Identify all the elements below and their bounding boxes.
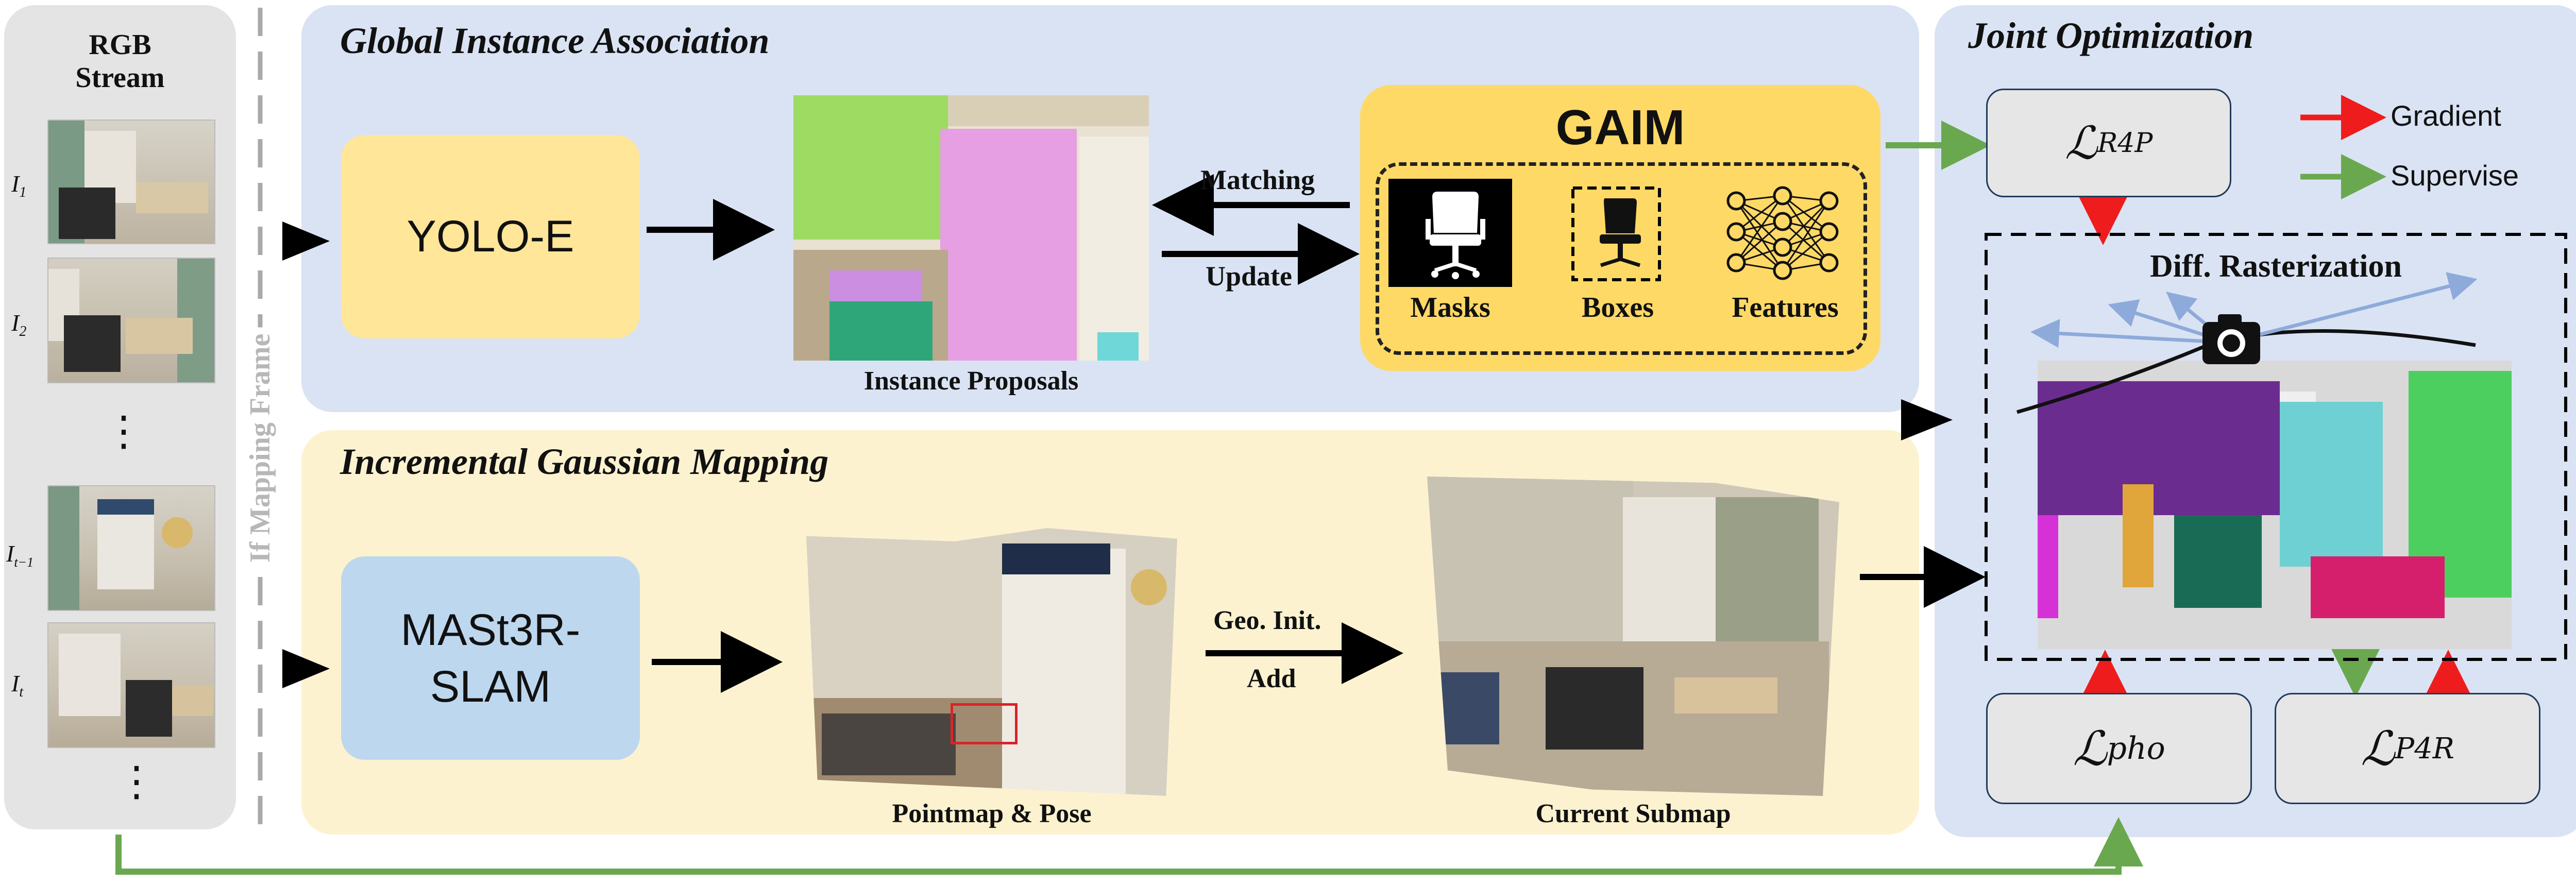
rgb-stream-title: RGB Stream bbox=[4, 28, 236, 94]
loss-pho-sub: pho bbox=[2107, 730, 2165, 767]
frame-label-t-sub: t bbox=[19, 684, 24, 701]
pointmap-image bbox=[806, 528, 1177, 796]
view-ray-1 bbox=[2030, 319, 2229, 348]
triangle-into-optimization bbox=[1901, 399, 1953, 440]
frame-label-1-base: I bbox=[11, 171, 20, 197]
rgb-stream-title-line1: RGB bbox=[89, 29, 151, 61]
frame-label-2: I2 bbox=[11, 309, 26, 340]
joint-optimization-title: Joint Optimization bbox=[1968, 15, 2254, 56]
frame-label-2-base: I bbox=[11, 310, 20, 336]
camera-icon bbox=[2202, 314, 2260, 364]
boxes-label: Boxes bbox=[1582, 292, 1654, 324]
frames-ellipsis-bottom: ⋮ bbox=[116, 757, 157, 805]
bounding-box-icon bbox=[1569, 183, 1664, 283]
pointmap-caption: Pointmap & Pose bbox=[892, 799, 1092, 828]
instance-proposals-caption: Instance Proposals bbox=[863, 366, 1079, 396]
geo-init-label: Geo. Init. bbox=[1213, 606, 1321, 635]
frame-label-t-minus-1-base: I bbox=[6, 540, 14, 567]
neural-network-icon bbox=[1721, 180, 1844, 286]
frame-thumbnail-1 bbox=[47, 120, 215, 244]
update-label: Update bbox=[1206, 261, 1293, 292]
loss-p4r-sub: P4R bbox=[2395, 732, 2454, 766]
frame-label-t-base: I bbox=[11, 670, 20, 696]
features-label: Features bbox=[1732, 292, 1839, 324]
arrow-stream-to-pho bbox=[115, 817, 2143, 875]
loss-r4p-sub: R4P bbox=[2097, 127, 2153, 159]
loss-pho-symbol: ℒ bbox=[2073, 721, 2107, 776]
rasterization-box bbox=[1985, 233, 2567, 661]
incremental-mapping-title: Incremental Gaussian Mapping bbox=[340, 441, 829, 482]
camera-trajectory-overlay bbox=[2016, 272, 2478, 414]
yolo-e-label: YOLO-E bbox=[406, 212, 574, 261]
loss-r4p-symbol: ℒ bbox=[2064, 116, 2098, 169]
global-association-title: Global Instance Association bbox=[340, 20, 770, 61]
frame-thumbnail-2 bbox=[47, 258, 215, 383]
current-submap-image bbox=[1427, 477, 1839, 796]
mask-icon bbox=[1388, 179, 1512, 287]
frame-thumbnail-t bbox=[47, 622, 215, 748]
frames-ellipsis-top: ⋮ bbox=[103, 407, 144, 455]
frame-label-t: It bbox=[11, 670, 23, 701]
mast3r-slam-label-line2: SLAM bbox=[430, 661, 551, 711]
add-label: Add bbox=[1247, 664, 1296, 693]
mapping-frame-label: If Mapping Frame bbox=[244, 327, 277, 569]
gaim-inner-dashed bbox=[1376, 162, 1867, 355]
rasterization-render bbox=[2038, 361, 2512, 649]
yolo-e-box: YOLO-E bbox=[341, 135, 640, 338]
frame-label-t-minus-1-sub: t−1 bbox=[14, 555, 34, 570]
loss-p4r-symbol: ℒ bbox=[2361, 721, 2395, 776]
frame-label-1: I1 bbox=[11, 170, 26, 201]
current-submap-caption: Current Submap bbox=[1535, 799, 1731, 828]
mast3r-slam-label-line1: MASt3R- bbox=[400, 605, 581, 655]
gaim-box: GAIM Masks Boxes bbox=[1360, 85, 1880, 371]
legend-gradient-label: Gradient bbox=[2391, 99, 2501, 132]
masks-label: Masks bbox=[1410, 292, 1490, 324]
rgb-stream-title-line2: Stream bbox=[75, 62, 165, 94]
gaim-title: GAIM bbox=[1555, 100, 1685, 155]
mast3r-slam-box: MASt3R- SLAM bbox=[341, 556, 640, 760]
frame-label-1-sub: 1 bbox=[19, 184, 27, 201]
triangle-into-association bbox=[282, 222, 330, 261]
view-ray-4 bbox=[2228, 272, 2478, 345]
rasterization-label: Diff. Rasterization bbox=[2150, 249, 2402, 284]
frame-label-2-sub: 2 bbox=[19, 324, 27, 340]
frame-thumbnail-t-minus-1 bbox=[47, 485, 215, 611]
frame-label-t-minus-1: It−1 bbox=[6, 540, 33, 570]
legend-supervise-label: Supervise bbox=[2391, 159, 2519, 192]
instance-proposals-image bbox=[793, 95, 1149, 361]
matching-label: Matching bbox=[1200, 164, 1315, 195]
triangle-into-mapping bbox=[282, 649, 330, 688]
